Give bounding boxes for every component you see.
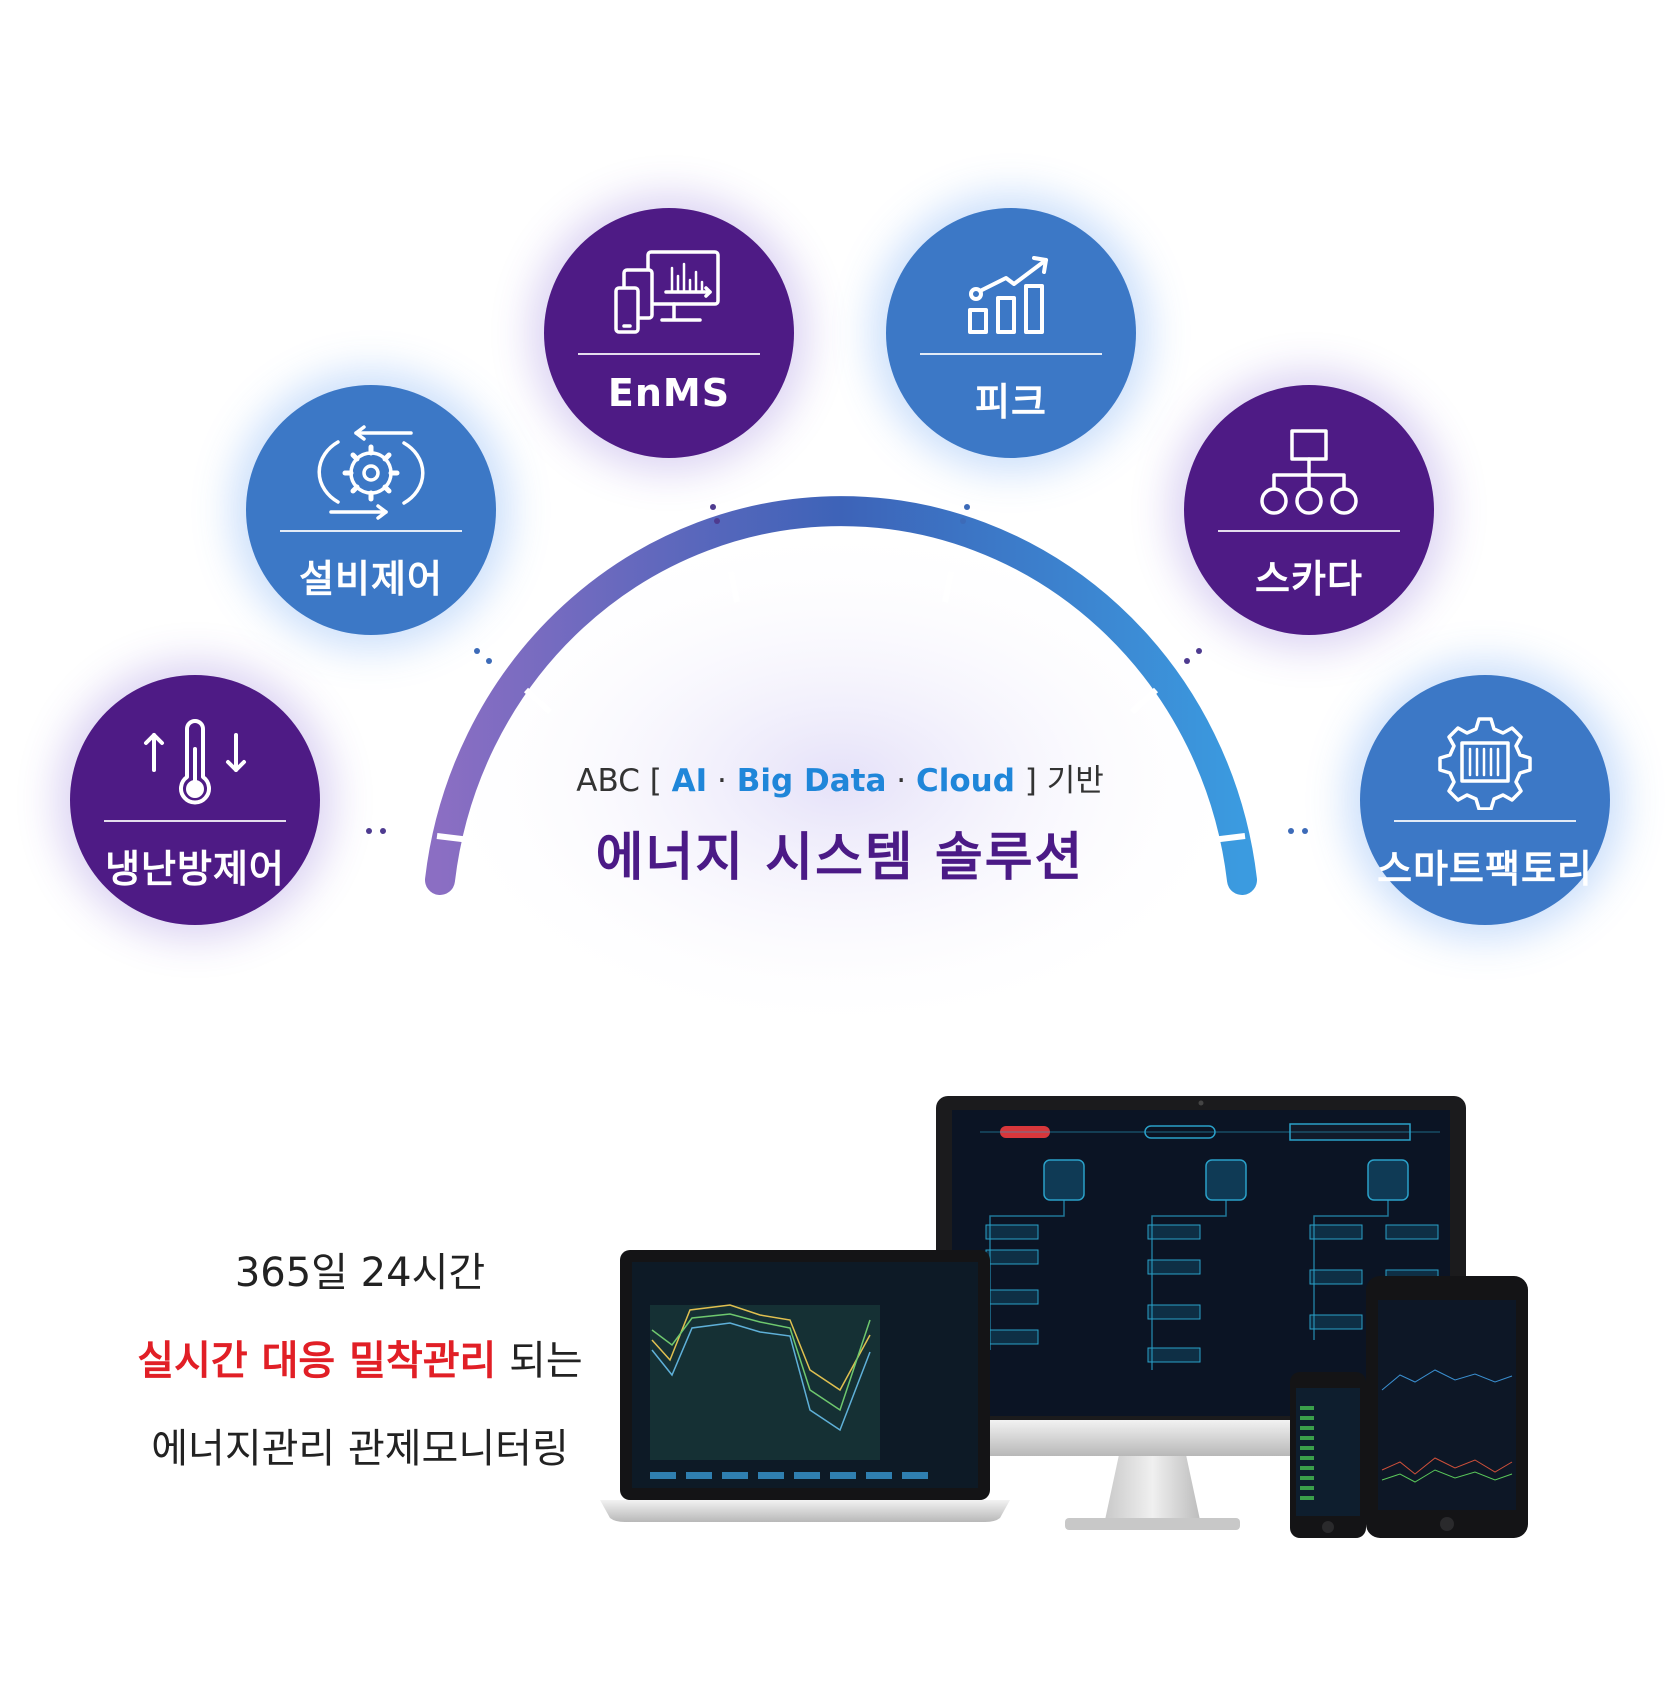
connector-dots — [706, 504, 732, 530]
subtitle-prefix: ABC [ — [576, 763, 672, 799]
bubble-label: 스카다 — [1255, 557, 1363, 601]
subtitle-separator: · — [886, 763, 916, 799]
bubble-label: 스마트팩토리 — [1377, 847, 1593, 891]
hierarchy-icon — [1260, 429, 1358, 515]
tablet-chart — [1381, 1369, 1513, 1483]
tagline-line2-rest: 되는 — [496, 1338, 583, 1384]
tagline-line3: 에너지관리 관제모니터링 — [151, 1426, 569, 1472]
bubble-label: EnMS — [607, 371, 731, 415]
subtitle-suffix: ] 기반 — [1014, 763, 1104, 799]
solution-bubble-cooling-heating[interactable]: 냉난방제어 — [70, 675, 320, 925]
connector-dots — [1184, 648, 1210, 674]
bubble-divider — [920, 353, 1102, 355]
bubble-divider — [578, 353, 760, 355]
tagline-highlight: 실시간 대응 밀착관리 — [137, 1338, 497, 1384]
bubble-divider — [1218, 530, 1400, 532]
solution-bubble-smart-factory[interactable]: 스마트팩토리 — [1360, 675, 1610, 925]
tagline-line1: 365일 24시간 — [234, 1250, 486, 1296]
bubble-divider — [280, 530, 462, 532]
phone-list — [1300, 1406, 1314, 1500]
connector-dots — [366, 820, 392, 846]
factory-gear-icon — [1438, 717, 1532, 810]
arc-tick — [436, 833, 471, 843]
bubble-label: 피크 — [975, 380, 1047, 424]
monitor-stand — [1105, 1450, 1200, 1520]
monitor-camera — [1198, 1100, 1204, 1106]
arc-tick — [523, 687, 553, 715]
subtitle-ai: AI — [671, 763, 708, 799]
laptop-chart — [650, 1304, 928, 1479]
tablet-home-button — [1440, 1517, 1454, 1531]
bubble-divider — [1394, 820, 1576, 822]
hero-subtitle: ABC [ AI · Big Data · Cloud ] 기반 — [520, 755, 1160, 800]
gear-cycle-icon — [317, 425, 425, 520]
arc-tick — [728, 571, 740, 603]
subtitle-cloud: Cloud — [915, 763, 1015, 799]
devices-mockup — [600, 1096, 1528, 1538]
arc-tick — [1211, 833, 1246, 843]
phone-home-button — [1322, 1521, 1334, 1533]
bar-chart-growth-icon — [968, 256, 1048, 334]
arc-tick — [1129, 687, 1159, 715]
tagline-line2: 실시간 대응 밀착관리 되는 — [0, 1328, 720, 1386]
arc-tick — [942, 571, 954, 603]
subtitle-bigdata: Big Data — [736, 763, 887, 799]
connector-dots — [956, 504, 982, 530]
bubble-label: 설비제어 — [299, 557, 443, 601]
subtitle-separator: · — [707, 763, 737, 799]
bubble-divider — [104, 820, 286, 822]
connector-dots — [1288, 820, 1314, 846]
solution-bubble-scada[interactable]: 스카다 — [1184, 385, 1434, 635]
connector-dots — [474, 648, 500, 674]
solution-bubble-peak[interactable]: 피크 — [886, 208, 1136, 458]
solution-bubble-enms[interactable]: EnMS — [544, 208, 794, 458]
bubble-label: 냉난방제어 — [105, 847, 285, 891]
monitor-base — [1065, 1518, 1240, 1530]
hero-title: 에너지 시스템 솔루션 — [595, 828, 1085, 888]
laptop-base — [600, 1500, 1010, 1522]
thermometer-icon — [144, 719, 246, 805]
solution-bubble-equipment-control[interactable]: 설비제어 — [246, 385, 496, 635]
tablet-screen — [1378, 1300, 1516, 1510]
monitoring-tagline: 365일 24시간 실시간 대응 밀착관리 되는 에너지관리 관제모니터링 — [0, 1240, 720, 1500]
devices-chart-icon — [614, 250, 720, 334]
arc-track — [425, 496, 1257, 895]
arc-glow — [420, 520, 1260, 1040]
